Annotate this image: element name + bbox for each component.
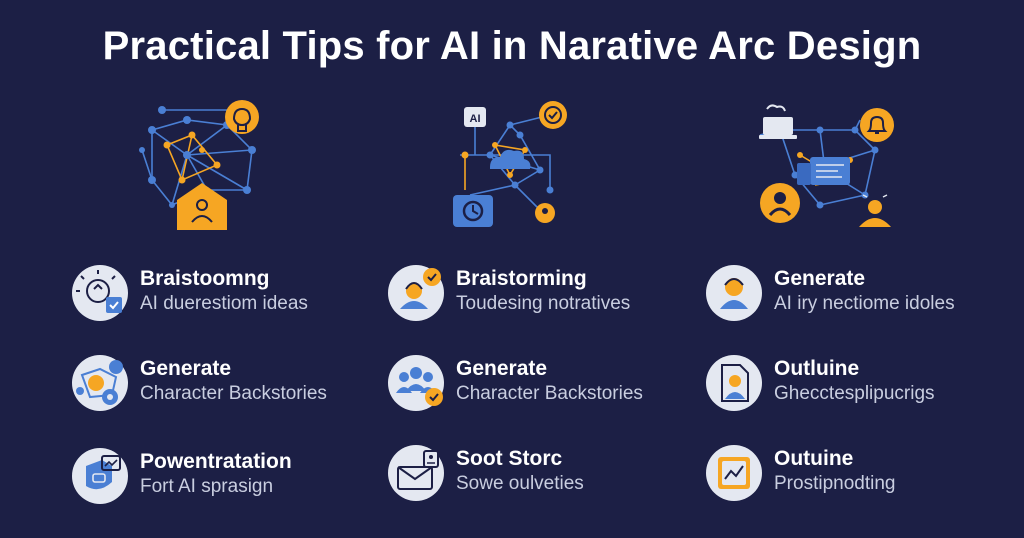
svg-text:AI: AI: [470, 113, 481, 125]
tip-soot-storc: Soot Storc Sowe oulveties: [388, 445, 688, 505]
tip-subtext: Fort AI sprasign: [140, 476, 274, 497]
clock-icon: [453, 195, 493, 227]
tip-heading: Generate: [456, 357, 548, 380]
tip-subtext: Character Backstories: [456, 383, 643, 404]
tip-subtext: Prostipnodting: [774, 473, 896, 494]
network-house-illustration: [132, 95, 282, 235]
tip-subtext: Ghecctesplipucrigs: [774, 383, 935, 404]
page-title: Practical Tips for AI in Narative Arc De…: [102, 24, 922, 68]
envelope-story-icon: [388, 445, 444, 501]
tip-heading: Braistorming: [456, 267, 587, 290]
tip-subtext: Toudesing notratives: [456, 293, 631, 314]
tip-generate-backstories: Generate Character Backstories: [72, 355, 372, 415]
tip-outline-2: Outuine Prostipnodting: [706, 445, 1006, 505]
user-small-icon: [859, 194, 891, 227]
tip-heading: Soot Storc: [456, 447, 563, 470]
tip-outline: Outluine Ghecctesplipucrigs: [706, 355, 1006, 415]
tip-heading: Outluine: [774, 357, 860, 380]
character-network-icon: [72, 355, 128, 411]
lightbulb-check-icon: [72, 265, 128, 321]
tip-generate-ideas: Generate AI iry nectiome idoles: [706, 265, 1006, 325]
tip-subtext: AI duerestiom ideas: [140, 293, 308, 314]
ai-badge: AI: [464, 107, 486, 127]
tip-subtext: Character Backstories: [140, 383, 327, 404]
tip-heading: Generate: [774, 267, 866, 290]
person-check-icon: [388, 265, 444, 321]
network-cloud-illustration: AI: [450, 95, 600, 235]
tip-heading: Generate: [140, 357, 232, 380]
laptop-icon: [759, 104, 797, 139]
network-dashboard-illustration: [755, 95, 905, 235]
tip-brainstorming-narratives: Braistorming Toudesing notratives: [388, 265, 688, 325]
pin-icon: [535, 203, 555, 223]
brain-icon: [225, 100, 259, 134]
tip-heading: Powentratation: [140, 450, 292, 473]
chart-board-icon: [706, 445, 762, 501]
check-icon: [539, 101, 567, 129]
tip-heading: Outuine: [774, 447, 854, 470]
tip-presentation: Powentratation Fort AI sprasign: [72, 448, 372, 508]
tip-brainstorming: Braistoomng AI duerestiom ideas: [72, 265, 372, 325]
tip-generate-backstories-2: Generate Character Backstories: [388, 355, 688, 415]
presentation-shield-icon: [72, 448, 128, 504]
house-icon: [177, 183, 227, 230]
document-person-icon: [706, 355, 762, 411]
tip-heading: Braistoomng: [140, 267, 270, 290]
chat-window-icon: [797, 157, 850, 185]
cloud-icon: [490, 149, 531, 169]
bell-icon: [860, 108, 894, 142]
user-avatar-icon: [706, 265, 762, 321]
person-icon: [760, 183, 800, 223]
tip-subtext: Sowe oulveties: [456, 473, 584, 494]
tip-subtext: AI iry nectiome idoles: [774, 293, 955, 314]
group-check-icon: [388, 355, 444, 411]
